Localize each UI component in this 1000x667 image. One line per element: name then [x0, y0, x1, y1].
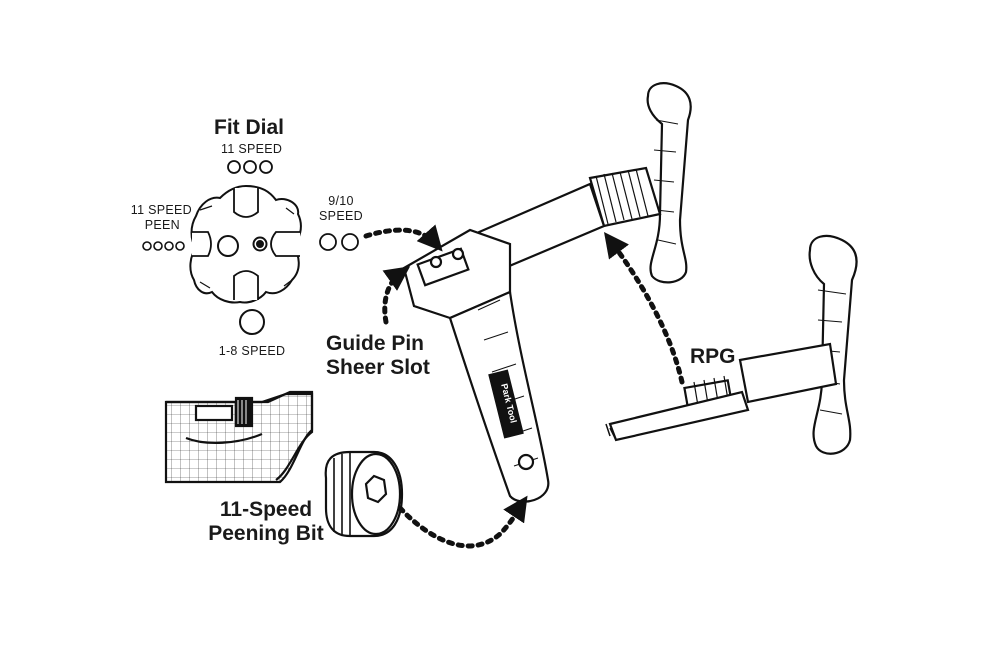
fit-dial-illustration [189, 184, 302, 304]
fit-dial-title: Fit Dial [214, 116, 285, 139]
speed-9-10-label-line2: SPEED [319, 209, 363, 223]
rpg-label: RPG [690, 345, 736, 368]
speed-9-10-label-line1: 9/10 [328, 194, 354, 208]
speed-11-peen-label-line2: PEEN [144, 218, 180, 232]
rpg-tool-illustration [605, 234, 858, 455]
guide-pin-label: Guide Pin Sheer Slot [326, 332, 430, 380]
speed-9-10-circles [319, 233, 359, 251]
speed-11-peen-circles [142, 241, 185, 251]
peening-bit-label-line1: 11-Speed [219, 498, 313, 521]
arrow-9-10-to-head [363, 224, 443, 252]
arrow-bit-to-handle [397, 495, 528, 549]
speed-11-peen-label-line1: 11 SPEED [130, 203, 192, 217]
tool-head-inset [164, 390, 314, 484]
leader-arrows [363, 224, 685, 549]
arrow-rpg-to-spindle [604, 231, 685, 385]
guide-pin-label-line2: Sheer Slot [326, 356, 430, 379]
peening-bit-label-line2: Peening Bit [208, 522, 324, 545]
speed-1-8-circle [239, 309, 265, 335]
chain-tool-illustration [402, 82, 692, 503]
speed-11-peen-label: 11 SPEED PEEN [118, 203, 192, 233]
speed-1-8-label: 1-8 SPEED [218, 344, 286, 358]
peening-bit-illustration [324, 450, 404, 538]
guide-pin-label-line1: Guide Pin [326, 332, 425, 355]
speed-11-label: 11 SPEED [221, 142, 283, 156]
arrow-guide-pin-to-head [382, 266, 411, 325]
speed-9-10-label: 9/10 SPEED [314, 194, 368, 224]
peening-bit-label: 11-Speed Peening Bit [196, 498, 336, 546]
speed-11-circles [227, 160, 273, 174]
